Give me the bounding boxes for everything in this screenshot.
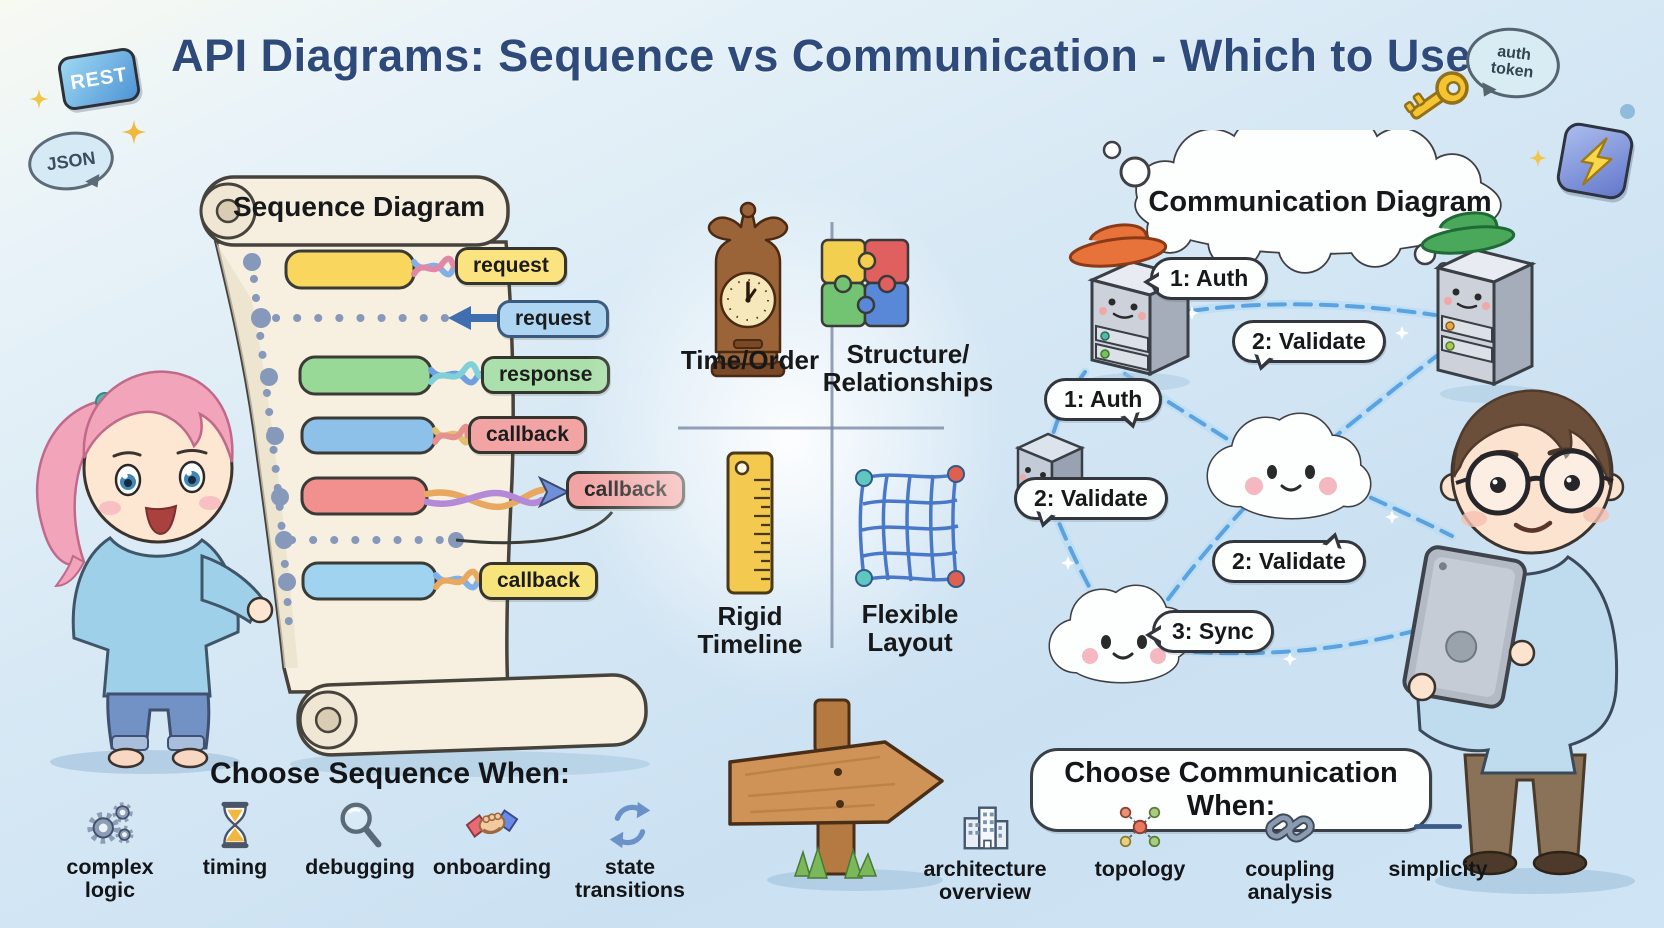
gears-icon [87, 802, 134, 844]
lightning-icon [1580, 137, 1613, 186]
man-smile [1513, 520, 1553, 533]
when-item-state-transitions: state transitions [560, 798, 700, 902]
chip-request-1: request [455, 247, 567, 285]
choose-sequence-heading: Choose Sequence When: [209, 757, 571, 790]
when-item-label: onboarding [432, 855, 552, 879]
girl-hand [246, 596, 274, 624]
clock-icon [707, 201, 789, 378]
when-item-coupling-analysis: coupling analysis [1220, 800, 1360, 904]
bar-response [298, 355, 433, 396]
sequence-diagram-title: Sequence Diagram [232, 191, 486, 222]
scroll-top-roll [199, 175, 510, 247]
when-item-topology: topology [1070, 800, 1210, 881]
quadrant-label-rigid-timeline: Rigid Timeline [697, 601, 803, 660]
lifeline-nodes [243, 253, 464, 591]
scroll-bottom-roll [296, 673, 648, 757]
when-item-debugging: debugging [290, 798, 430, 879]
bar-request [284, 249, 416, 290]
girl-mouth [144, 504, 178, 536]
when-item-label: debugging [305, 855, 415, 879]
cycle-icon [609, 801, 651, 849]
message-bars [284, 249, 438, 601]
tablet [1402, 545, 1527, 709]
girl-jeans [106, 692, 211, 750]
when-item-label: timing [202, 855, 268, 879]
man-character [1402, 389, 1635, 894]
signpost [728, 698, 944, 891]
key-icon [1403, 71, 1469, 120]
bar-callback-1 [300, 416, 437, 455]
quadrant-label-time-order: Time/Order [680, 345, 820, 375]
magnifier-icon [340, 802, 382, 848]
when-item-label: architecture overview [923, 857, 1047, 904]
handshake-icon [465, 809, 519, 838]
ruler-icon [726, 451, 774, 595]
request-arrow [448, 306, 500, 330]
cloud-node-bottom [1048, 584, 1193, 684]
rest-badge: REST [56, 46, 142, 112]
man-hand-left [1407, 672, 1437, 702]
grass [793, 845, 878, 879]
bubble-sync: 3: Sync [1145, 610, 1274, 653]
chain-icon [1265, 813, 1315, 843]
page-title: API Diagrams: Sequence vs Communication … [171, 30, 1499, 81]
communication-diagram-title: Communication Diagram [1148, 186, 1492, 218]
grid-icon [855, 465, 965, 588]
man-hand-right [1508, 639, 1536, 667]
cloud-node-center [1206, 412, 1372, 520]
line-icon [1413, 824, 1463, 829]
topology-icon [1119, 806, 1161, 848]
bubble-validate-1: 2: Validate [1232, 320, 1386, 363]
when-item-label: state transitions [575, 855, 685, 902]
quadrant-label-structure: Structure/ Relationships [822, 339, 994, 398]
bubble-validate-2: 2: Validate [1014, 477, 1168, 520]
brush-tip [537, 475, 571, 509]
quadrant-art [678, 201, 965, 648]
when-item-onboarding: onboarding [422, 798, 562, 879]
sparkle-icon [121, 119, 147, 145]
sparkle-icon [1528, 148, 1548, 168]
quadrant-label-flexible-layout: Flexible Layout [861, 599, 959, 658]
rope-connectors [411, 255, 546, 591]
when-item-label: topology [1094, 857, 1186, 881]
auth-token-label: auth token [1489, 43, 1535, 82]
thought-dot [1620, 104, 1635, 119]
sparkle-icon [29, 89, 49, 109]
hourglass-icon [221, 801, 249, 849]
sequence-scroll [199, 175, 650, 777]
chip-callback-1: callback [468, 416, 587, 454]
when-item-label: simplicity [1388, 857, 1488, 881]
bubble-auth-2: 1: Auth [1044, 378, 1163, 421]
buildings-icon [963, 806, 1009, 850]
girl-hair [82, 370, 234, 463]
when-item-label: coupling analysis [1245, 857, 1335, 904]
server-node-orange-hat [1068, 223, 1193, 391]
bubble-auth-1: 1: Auth [1142, 257, 1269, 300]
when-item-label: complex logic [66, 855, 154, 902]
when-item-timing: timing [165, 798, 305, 879]
man-hair [1452, 389, 1612, 486]
when-item-architecture-overview: architecture overview [915, 800, 1055, 904]
quadrant-glow [575, 180, 1005, 700]
girl-character [35, 370, 274, 774]
bar-callback-2 [300, 476, 429, 516]
bubble-validate-3: 2: Validate [1212, 540, 1366, 583]
when-item-simplicity: simplicity [1368, 800, 1508, 881]
ponytail [35, 398, 112, 567]
scroll-shadow [290, 751, 650, 777]
girl-eyes [114, 460, 206, 497]
server-node-green-hat [1420, 211, 1544, 403]
choose-communication-heading: Choose Communication When: [1030, 748, 1432, 832]
puzzle-icon [820, 238, 910, 328]
rest-badge-label: REST [68, 63, 129, 94]
bar-callback-3 [301, 561, 438, 601]
when-item-complex-logic: complex logic [40, 798, 180, 902]
lightning-badge [1554, 120, 1636, 202]
